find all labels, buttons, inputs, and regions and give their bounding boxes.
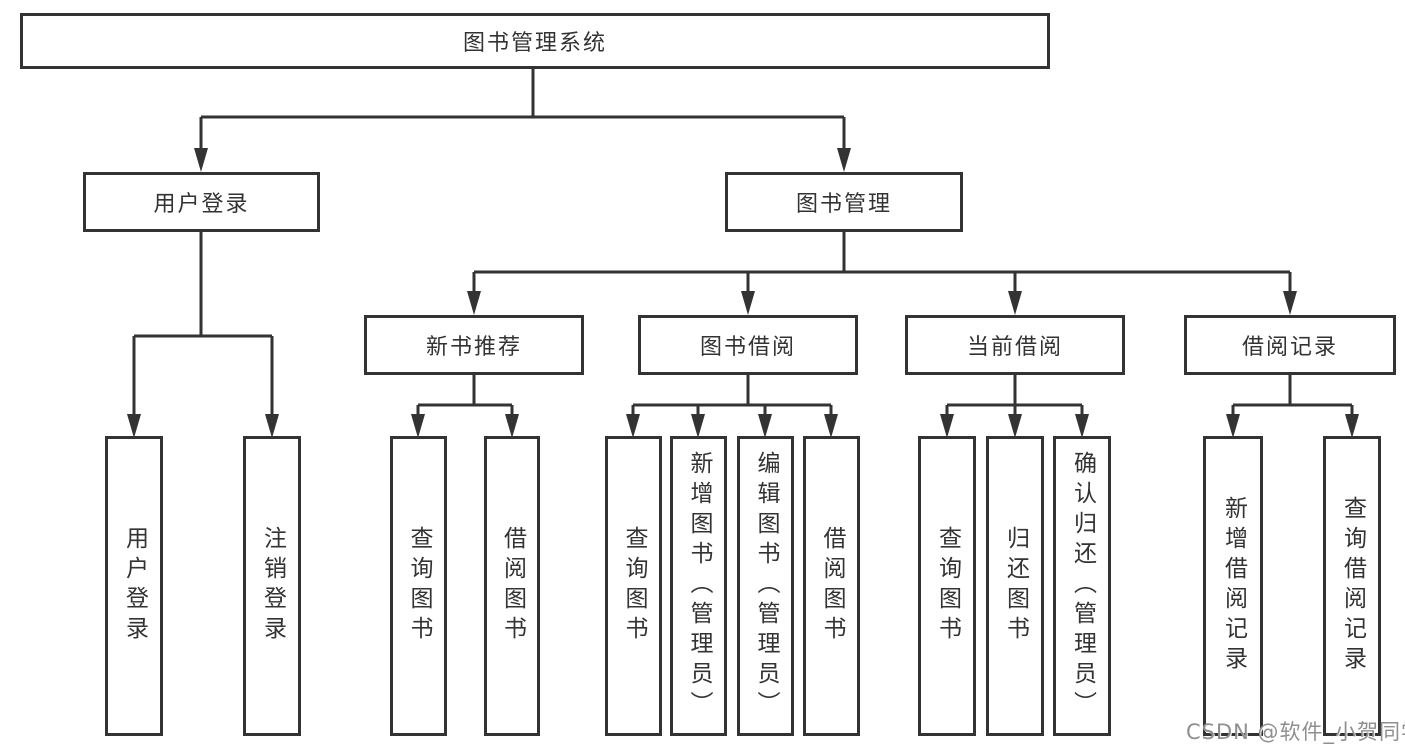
- leaf-return-books: 归还图书: [986, 436, 1044, 736]
- leaf-borrow-books-recommend: 借阅图书: [484, 436, 540, 736]
- node-book-borrowing: 图书借阅: [638, 315, 858, 375]
- leaf-logout-login: 注销登录: [243, 436, 301, 736]
- node-new-book-recommendation: 新书推荐: [364, 315, 584, 375]
- watermark-text: CSDN @软件_小贺同学: [1186, 720, 1405, 744]
- leaf-add-books-admin: 新增图书（管理员）: [670, 436, 727, 736]
- node-current-borrowing: 当前借阅: [905, 315, 1125, 375]
- leaf-borrow-books-borrowing: 借阅图书: [803, 436, 860, 736]
- node-book-management: 图书管理: [725, 172, 963, 232]
- node-borrowing-records: 借阅记录: [1184, 315, 1396, 375]
- leaf-user-login: 用户登录: [105, 436, 163, 736]
- leaf-add-borrowing-record: 新增借阅记录: [1203, 436, 1263, 736]
- node-library-management-system: 图书管理系统: [20, 13, 1050, 69]
- node-user-login: 用户登录: [83, 172, 320, 232]
- leaf-query-borrowing-record: 查询借阅记录: [1323, 436, 1381, 736]
- leaf-query-books-current: 查询图书: [918, 436, 976, 736]
- leaf-confirm-return-admin: 确认归还（管理员）: [1053, 436, 1111, 736]
- leaf-query-books-borrowing: 查询图书: [605, 436, 662, 736]
- leaf-query-books-recommend: 查询图书: [390, 436, 447, 736]
- leaf-edit-books-admin: 编辑图书（管理员）: [737, 436, 794, 736]
